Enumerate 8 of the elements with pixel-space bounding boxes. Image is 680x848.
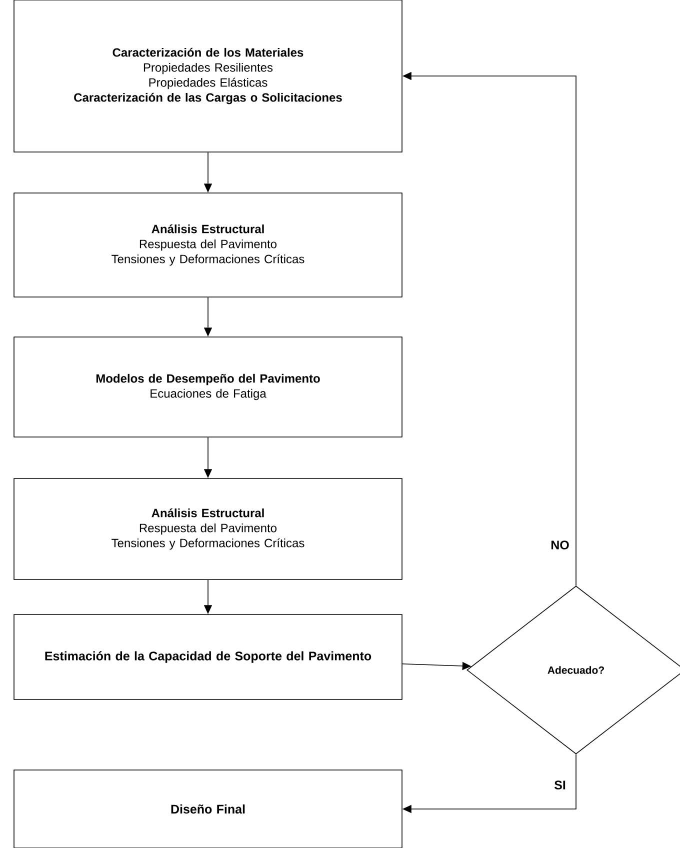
process-box: Estimación de la Capacidad de Soporte del Pavimento [14, 614, 402, 700]
process-box: Diseño Final [14, 770, 402, 848]
process-box: Análisis Estructural Respuesta del Pavimento Tensiones y Deformaciones Críticas [14, 192, 402, 298]
process-box: Análisis Estructural Respuesta del Pavimento Tensiones y Deformaciones Críticas [14, 478, 402, 580]
edge-label: NO [550, 540, 570, 550]
edge-label: SI [553, 780, 567, 790]
process-box: Modelos de Desempeño del Pavimento Ecuaciones de Fatiga [14, 336, 402, 438]
process-box: Caracterización de los Materiales Propiedades Resilientes Propiedades Elásticas Caracterización de las Cargas o Solicitaciones [14, 0, 402, 152]
